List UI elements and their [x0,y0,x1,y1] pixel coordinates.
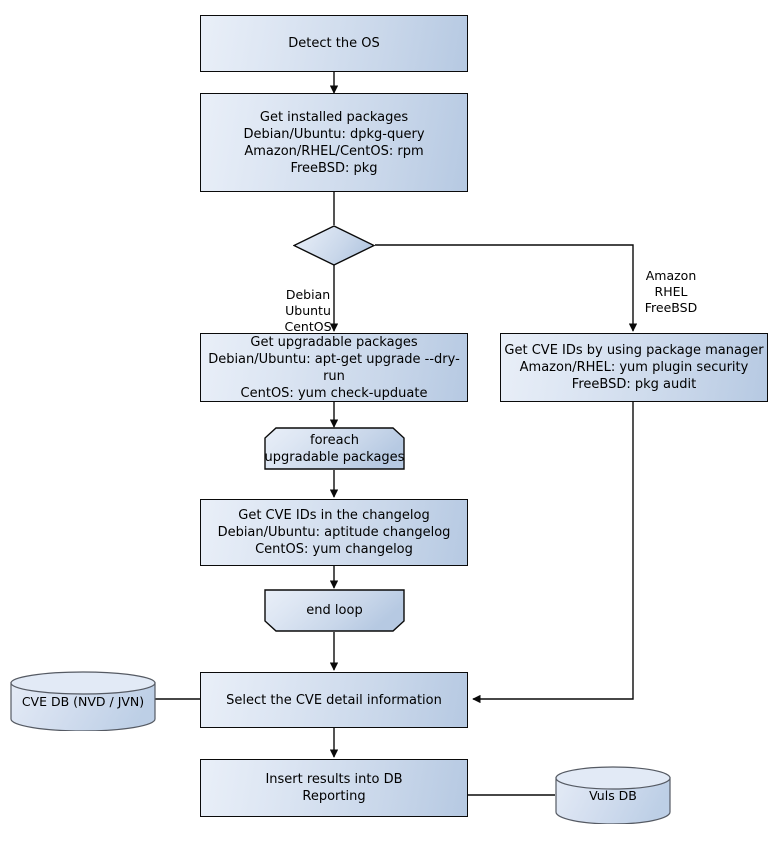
node-label: Get installed packages Debian/Ubuntu: dp… [243,109,425,176]
diamond-shape [293,225,375,266]
node-get-upgradable-packages[interactable]: Get upgradable packages Debian/Ubuntu: a… [200,333,468,402]
edge-decision-to-pkgmgr [375,244,638,332]
node-get-installed-packages[interactable]: Get installed packages Debian/Ubuntu: dp… [200,93,468,192]
node-insert-results-reporting[interactable]: Insert results into DB Reporting [200,759,468,817]
cylinder-icon [555,766,671,824]
node-label: Select the CVE detail information [226,692,442,708]
node-loop-start-foreach[interactable]: foreach upgradable packages [264,427,405,470]
loop-start-shape [264,427,405,470]
node-loop-end[interactable]: end loop [264,589,405,632]
node-vuls-database[interactable]: Vuls DB [555,766,671,824]
cylinder-icon [10,671,156,731]
loop-end-shape [264,589,405,632]
node-label: Get CVE IDs by using package manager Ama… [504,343,764,392]
node-get-cve-ids-changelog[interactable]: Get CVE IDs in the changelog Debian/Ubun… [200,499,468,566]
edge-pkgmgr-to-selectcve [472,402,634,704]
node-label: Detect the OS [288,36,380,51]
node-detect-the-os[interactable]: Detect the OS [200,15,468,72]
node-label: Vuls DB [589,787,637,803]
branch-label-left-text: Debian Ubuntu CentOS [284,287,332,334]
node-select-cve-detail[interactable]: Select the CVE detail information [200,672,468,728]
node-label: Insert results into DB Reporting [265,772,403,804]
node-label: CVE DB (NVD / JVN) [21,693,145,709]
node-label: end loop [306,603,363,618]
node-label: Get upgradable packages Debian/Ubuntu: a… [208,334,460,401]
node-cve-database[interactable]: CVE DB (NVD / JVN) [10,671,156,731]
branch-label-right: Amazon RHEL FreeBSD [637,252,705,316]
node-label: foreach upgradable packages [264,432,405,465]
node-get-cve-ids-package-manager[interactable]: Get CVE IDs by using package manager Ama… [500,333,768,402]
branch-label-right-text: Amazon RHEL FreeBSD [644,268,698,315]
branch-label-left: Debian Ubuntu CentOS [276,271,340,335]
node-os-decision[interactable] [293,225,375,266]
node-label: Get CVE IDs in the changelog Debian/Ubun… [217,508,451,557]
